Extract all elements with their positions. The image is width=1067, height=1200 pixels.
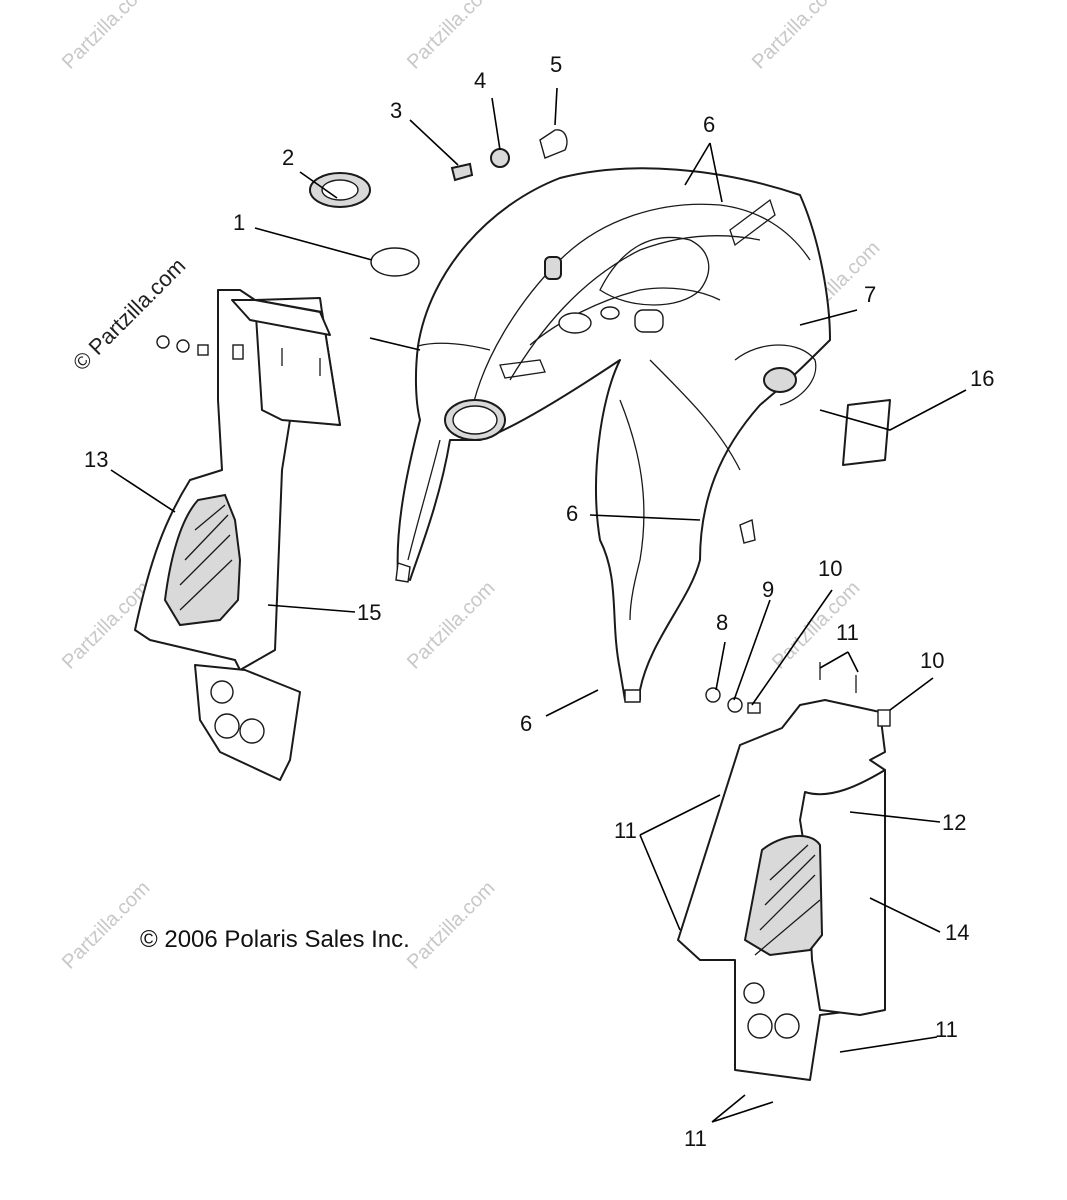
hood-panel xyxy=(395,167,831,703)
callout-12: 12 xyxy=(942,810,966,835)
callout-13: 13 xyxy=(84,447,108,472)
watermark: Partzilla.com xyxy=(748,0,845,74)
callout-numbers: 1 2 3 4 5 6 6 6 6 7 8 9 10 10 11 11 11 1… xyxy=(84,52,994,1151)
callout-6-top: 6 xyxy=(703,112,715,137)
callout-8: 8 xyxy=(716,610,728,635)
watermark: Partzilla.com xyxy=(403,577,500,674)
callout-1: 1 xyxy=(233,210,245,235)
callout-5: 5 xyxy=(550,52,562,77)
callout-10-right: 10 xyxy=(920,648,944,673)
callout-2: 2 xyxy=(282,145,294,170)
callout-6-mid: 6 xyxy=(566,501,578,526)
callout-11-left: 11 xyxy=(614,818,637,843)
callout-11-right: 11 xyxy=(935,1017,958,1042)
callout-10-upper: 10 xyxy=(818,556,842,581)
callout-14: 14 xyxy=(945,920,969,945)
nut-4 xyxy=(490,148,510,168)
callout-4: 4 xyxy=(474,68,486,93)
o-ring-1 xyxy=(370,247,420,277)
watermark: Partzilla.com xyxy=(403,0,500,74)
leader-lines xyxy=(110,87,967,1123)
copyright-text: © 2006 Polaris Sales Inc. xyxy=(140,926,410,953)
callout-9: 9 xyxy=(762,577,774,602)
partzilla-side-watermark: © Partzilla.com xyxy=(68,253,191,376)
watermark: Partzilla.com xyxy=(58,0,155,74)
callout-16: 16 xyxy=(970,366,994,391)
decal-16 xyxy=(842,399,891,466)
callout-7: 7 xyxy=(864,282,876,307)
callout-3: 3 xyxy=(390,98,402,123)
callout-6-bottom: 6 xyxy=(520,711,532,736)
watermark: Partzilla.com xyxy=(403,877,500,974)
callout-15: 15 xyxy=(357,600,381,625)
small-parts xyxy=(309,129,568,277)
left-side-panel xyxy=(134,289,341,781)
right-side-panel xyxy=(677,662,891,1081)
callout-11-bottom: 11 xyxy=(684,1126,707,1151)
knob-5 xyxy=(539,129,568,159)
callout-11-upper: 11 xyxy=(836,620,859,645)
key-3 xyxy=(450,162,474,182)
